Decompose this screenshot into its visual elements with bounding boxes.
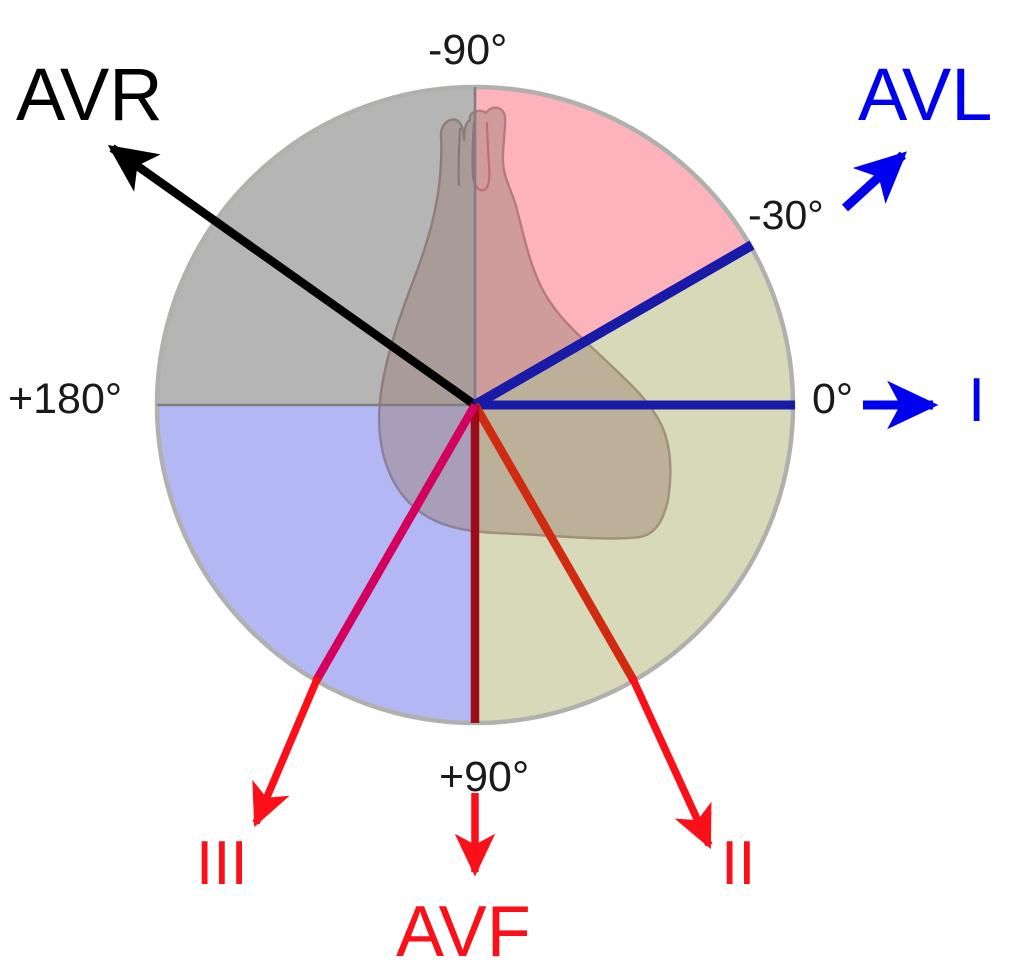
- degree-label-plus-180: +180°: [8, 375, 123, 423]
- lead-label-i: I: [968, 366, 986, 435]
- lead-iii-vector-inner: [312, 402, 479, 684]
- sector-superior-left-gray: [157, 87, 475, 405]
- lead-avl-vector: [472, 240, 755, 410]
- degree-label-minus-30: -30°: [748, 192, 824, 238]
- sector-normal-axis-olive: [475, 246, 793, 723]
- lead-label-iii: III: [196, 829, 248, 898]
- sector-right-axis-deviation-blue: [157, 405, 475, 723]
- sector-left-axis-deviation-pink: [475, 87, 751, 405]
- lead-ii-vector-inner: [471, 402, 638, 684]
- lead-avr-vector: [107, 144, 478, 409]
- lead-label-avr: AVR: [16, 53, 163, 136]
- sector-group: [157, 87, 793, 723]
- degree-label-plus-90: +90°: [439, 753, 530, 801]
- lead-avl-arrow: [841, 151, 907, 212]
- heart-silhouette: [378, 106, 672, 540]
- lead-iii-arrow: [252, 675, 322, 828]
- degree-label-zero: 0°: [812, 375, 854, 423]
- degree-label-minus-90: -90°: [428, 26, 508, 74]
- lead-label-avl: AVL: [858, 53, 993, 136]
- lead-label-ii: II: [721, 829, 756, 898]
- lead-label-avf: AVF: [396, 892, 531, 972]
- lead-ii-arrow: [628, 675, 713, 850]
